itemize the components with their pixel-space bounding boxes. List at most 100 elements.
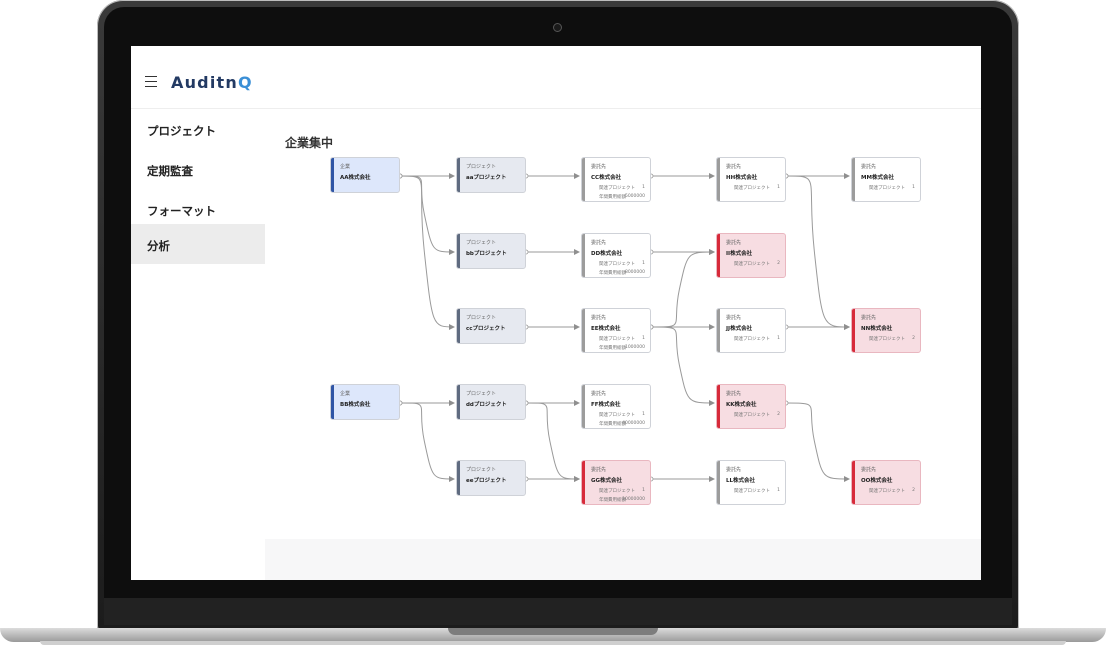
node-accent-bar bbox=[717, 385, 720, 428]
node-name: ddプロジェクト bbox=[466, 402, 507, 408]
sidebar-item-analysis[interactable]: 分析 bbox=[131, 224, 265, 264]
node-accent-bar bbox=[331, 385, 334, 419]
flow-node-ii[interactable]: 委託先 II株式会社関連プロジェクト 2 bbox=[716, 233, 786, 278]
camera-icon bbox=[553, 23, 562, 32]
node-name: KK株式会社 bbox=[726, 402, 757, 408]
node-type-label: プロジェクト bbox=[466, 467, 497, 473]
node-row-value: 2 bbox=[777, 261, 780, 266]
flow-node-bb[interactable]: 企業 BB株式会社 bbox=[330, 384, 400, 420]
node-name: BB株式会社 bbox=[340, 402, 371, 408]
node-name: GG株式会社 bbox=[591, 478, 623, 484]
node-type-label: 委託先 bbox=[726, 391, 742, 397]
node-accent-bar bbox=[852, 309, 855, 352]
node-name: JJ株式会社 bbox=[726, 326, 753, 332]
node-row-label: 関連プロジェクト bbox=[599, 186, 635, 191]
node-name: eeプロジェクト bbox=[466, 478, 507, 484]
node-accent-bar bbox=[717, 309, 720, 352]
edge-aa-cc bbox=[399, 175, 455, 330]
node-row-label: 年間費用総額 bbox=[599, 346, 626, 351]
node-row-label: 関連プロジェクト bbox=[734, 262, 770, 267]
sidebar-item-label: 定期監査 bbox=[147, 164, 193, 178]
sidebar-item-periodic-audit[interactable]: 定期監査 bbox=[131, 151, 265, 190]
node-type-label: 委託先 bbox=[591, 240, 607, 246]
node-accent-bar bbox=[457, 158, 460, 192]
hamburger-menu-icon[interactable] bbox=[145, 76, 157, 87]
node-accent-bar bbox=[582, 385, 585, 428]
sidebar-item-format[interactable]: フォーマット bbox=[131, 191, 265, 230]
logo-accent: Q bbox=[237, 73, 253, 92]
node-row-value: 1 bbox=[642, 412, 645, 417]
node-type-label: 委託先 bbox=[591, 164, 607, 170]
sidebar-item-projects[interactable]: プロジェクト bbox=[131, 111, 265, 150]
node-row-value: 1 bbox=[912, 185, 915, 190]
node-type-label: 企業 bbox=[340, 391, 351, 397]
node-row-label: 関連プロジェクト bbox=[599, 413, 635, 418]
node-name: LL株式会社 bbox=[726, 478, 756, 484]
edge-kk-oo bbox=[785, 402, 850, 482]
node-type-label: 委託先 bbox=[726, 315, 742, 321]
node-row-value: 1000000 bbox=[624, 345, 645, 350]
node-accent-bar bbox=[852, 461, 855, 504]
node-row-label: 年間費用総額 bbox=[599, 422, 626, 427]
node-name: NN株式会社 bbox=[861, 326, 893, 332]
laptop-base-edge bbox=[40, 641, 1066, 645]
flow-node-ee[interactable]: プロジェクト eeプロジェクト bbox=[456, 460, 526, 496]
node-row-label: 関連プロジェクト bbox=[599, 262, 635, 267]
laptop-chin bbox=[104, 598, 1012, 625]
sidebar-item-label: プロジェクト bbox=[147, 124, 216, 138]
related-projects-row: 関連プロジェクト 1 bbox=[599, 488, 645, 494]
node-accent-bar bbox=[457, 385, 460, 419]
related-projects-row: 関連プロジェクト 1 bbox=[599, 412, 645, 418]
node-name: HH株式会社 bbox=[726, 175, 758, 181]
node-type-label: プロジェクト bbox=[466, 164, 497, 170]
node-type-label: 委託先 bbox=[726, 467, 742, 473]
node-accent-bar bbox=[457, 461, 460, 495]
node-row-value: 1 bbox=[777, 185, 780, 190]
node-type-label: 委託先 bbox=[726, 164, 742, 170]
node-row-label: 関連プロジェクト bbox=[734, 413, 770, 418]
node-row-label: 関連プロジェクト bbox=[869, 186, 905, 191]
edge-hh-nn bbox=[785, 175, 850, 330]
node-row-label: 年間費用総額 bbox=[599, 498, 626, 503]
sidebar: プロジェクト 定期監査 フォーマット 分析 bbox=[131, 109, 265, 580]
node-row-label: 関連プロジェクト bbox=[599, 337, 635, 342]
node-type-label: 委託先 bbox=[591, 315, 607, 321]
node-row-value: 1 bbox=[642, 185, 645, 190]
node-type-label: 委託先 bbox=[726, 240, 742, 246]
node-row-label: 関連プロジェクト bbox=[734, 337, 770, 342]
node-row-value: 1 bbox=[642, 488, 645, 493]
page-title: 企業集中 bbox=[285, 136, 334, 150]
node-type-label: 委託先 bbox=[591, 467, 607, 473]
laptop-base bbox=[0, 628, 1106, 642]
node-accent-bar bbox=[717, 158, 720, 201]
node-name: OO株式会社 bbox=[861, 478, 893, 484]
node-row-label: 関連プロジェクト bbox=[599, 489, 635, 494]
node-name: bbプロジェクト bbox=[466, 251, 507, 257]
app-header: AuditnQ bbox=[131, 46, 981, 109]
node-name: II株式会社 bbox=[726, 251, 753, 257]
